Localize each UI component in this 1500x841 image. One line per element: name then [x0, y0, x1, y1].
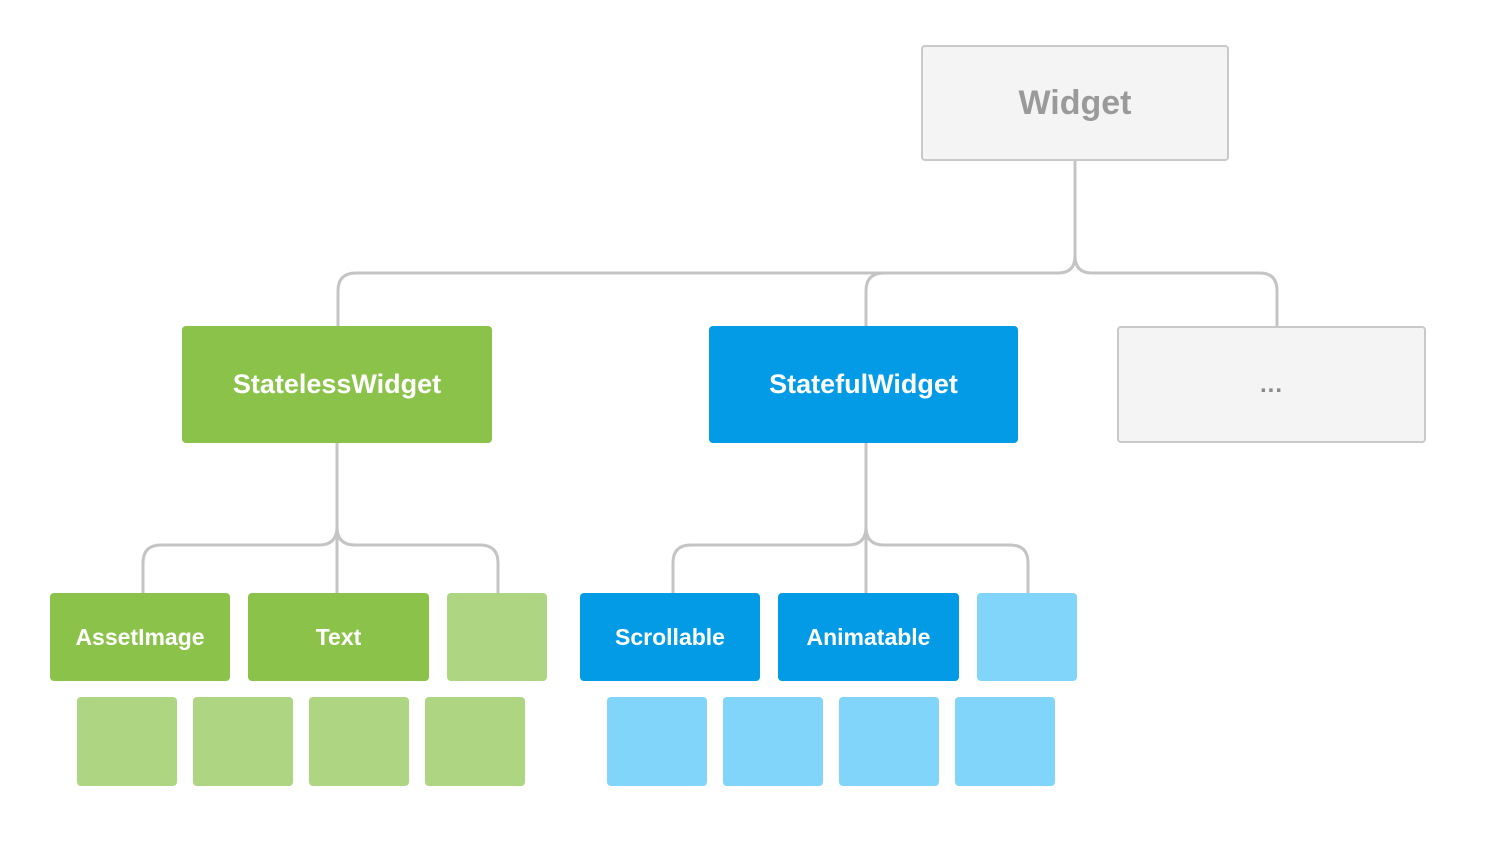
node-widget: Widget: [921, 45, 1229, 161]
connector-widget-to-stateless: [336, 271, 1060, 329]
node-stateful-widget: StatefulWidget: [709, 326, 1018, 443]
node-assetimage-label: AssetImage: [75, 623, 205, 650]
node-assetimage: AssetImage: [50, 593, 230, 681]
placeholder-green-box: [425, 697, 525, 786]
connector-widget-to-more: [1073, 254, 1279, 329]
node-animatable-label: Animatable: [806, 623, 931, 650]
connector-widget-trunk: [1056, 159, 1077, 275]
node-scrollable-label: Scrollable: [615, 623, 725, 650]
placeholder-green-box: [77, 697, 177, 786]
node-text: Text: [248, 593, 429, 681]
node-stateless-blank: [447, 593, 547, 681]
node-text-label: Text: [315, 623, 362, 650]
placeholder-blue-box: [607, 697, 707, 786]
placeholder-green-box: [193, 697, 293, 786]
node-stateful-widget-label: StatefulWidget: [769, 369, 958, 399]
placeholder-blue-box: [839, 697, 939, 786]
node-widget-label: Widget: [1018, 83, 1132, 122]
node-more: ...: [1117, 326, 1426, 443]
connector-stateful-to-blank: [864, 525, 1030, 596]
connector-widget-to-stateful: [864, 271, 922, 329]
placeholder-blue-box: [723, 697, 823, 786]
connector-stateless-to-blank: [335, 525, 500, 596]
node-more-label: ...: [1259, 370, 1283, 398]
node-animatable: Animatable: [778, 593, 959, 681]
placeholder-green-box: [309, 697, 409, 786]
placeholder-blue-box: [955, 697, 1055, 786]
node-stateful-blank: [977, 593, 1077, 681]
node-stateless-widget: StatelessWidget: [182, 326, 492, 443]
connector-stateful-to-scrollable: [671, 525, 868, 596]
connector-stateless-to-assetimage: [141, 525, 339, 596]
node-stateless-widget-label: StatelessWidget: [232, 369, 442, 399]
node-scrollable: Scrollable: [580, 593, 760, 681]
